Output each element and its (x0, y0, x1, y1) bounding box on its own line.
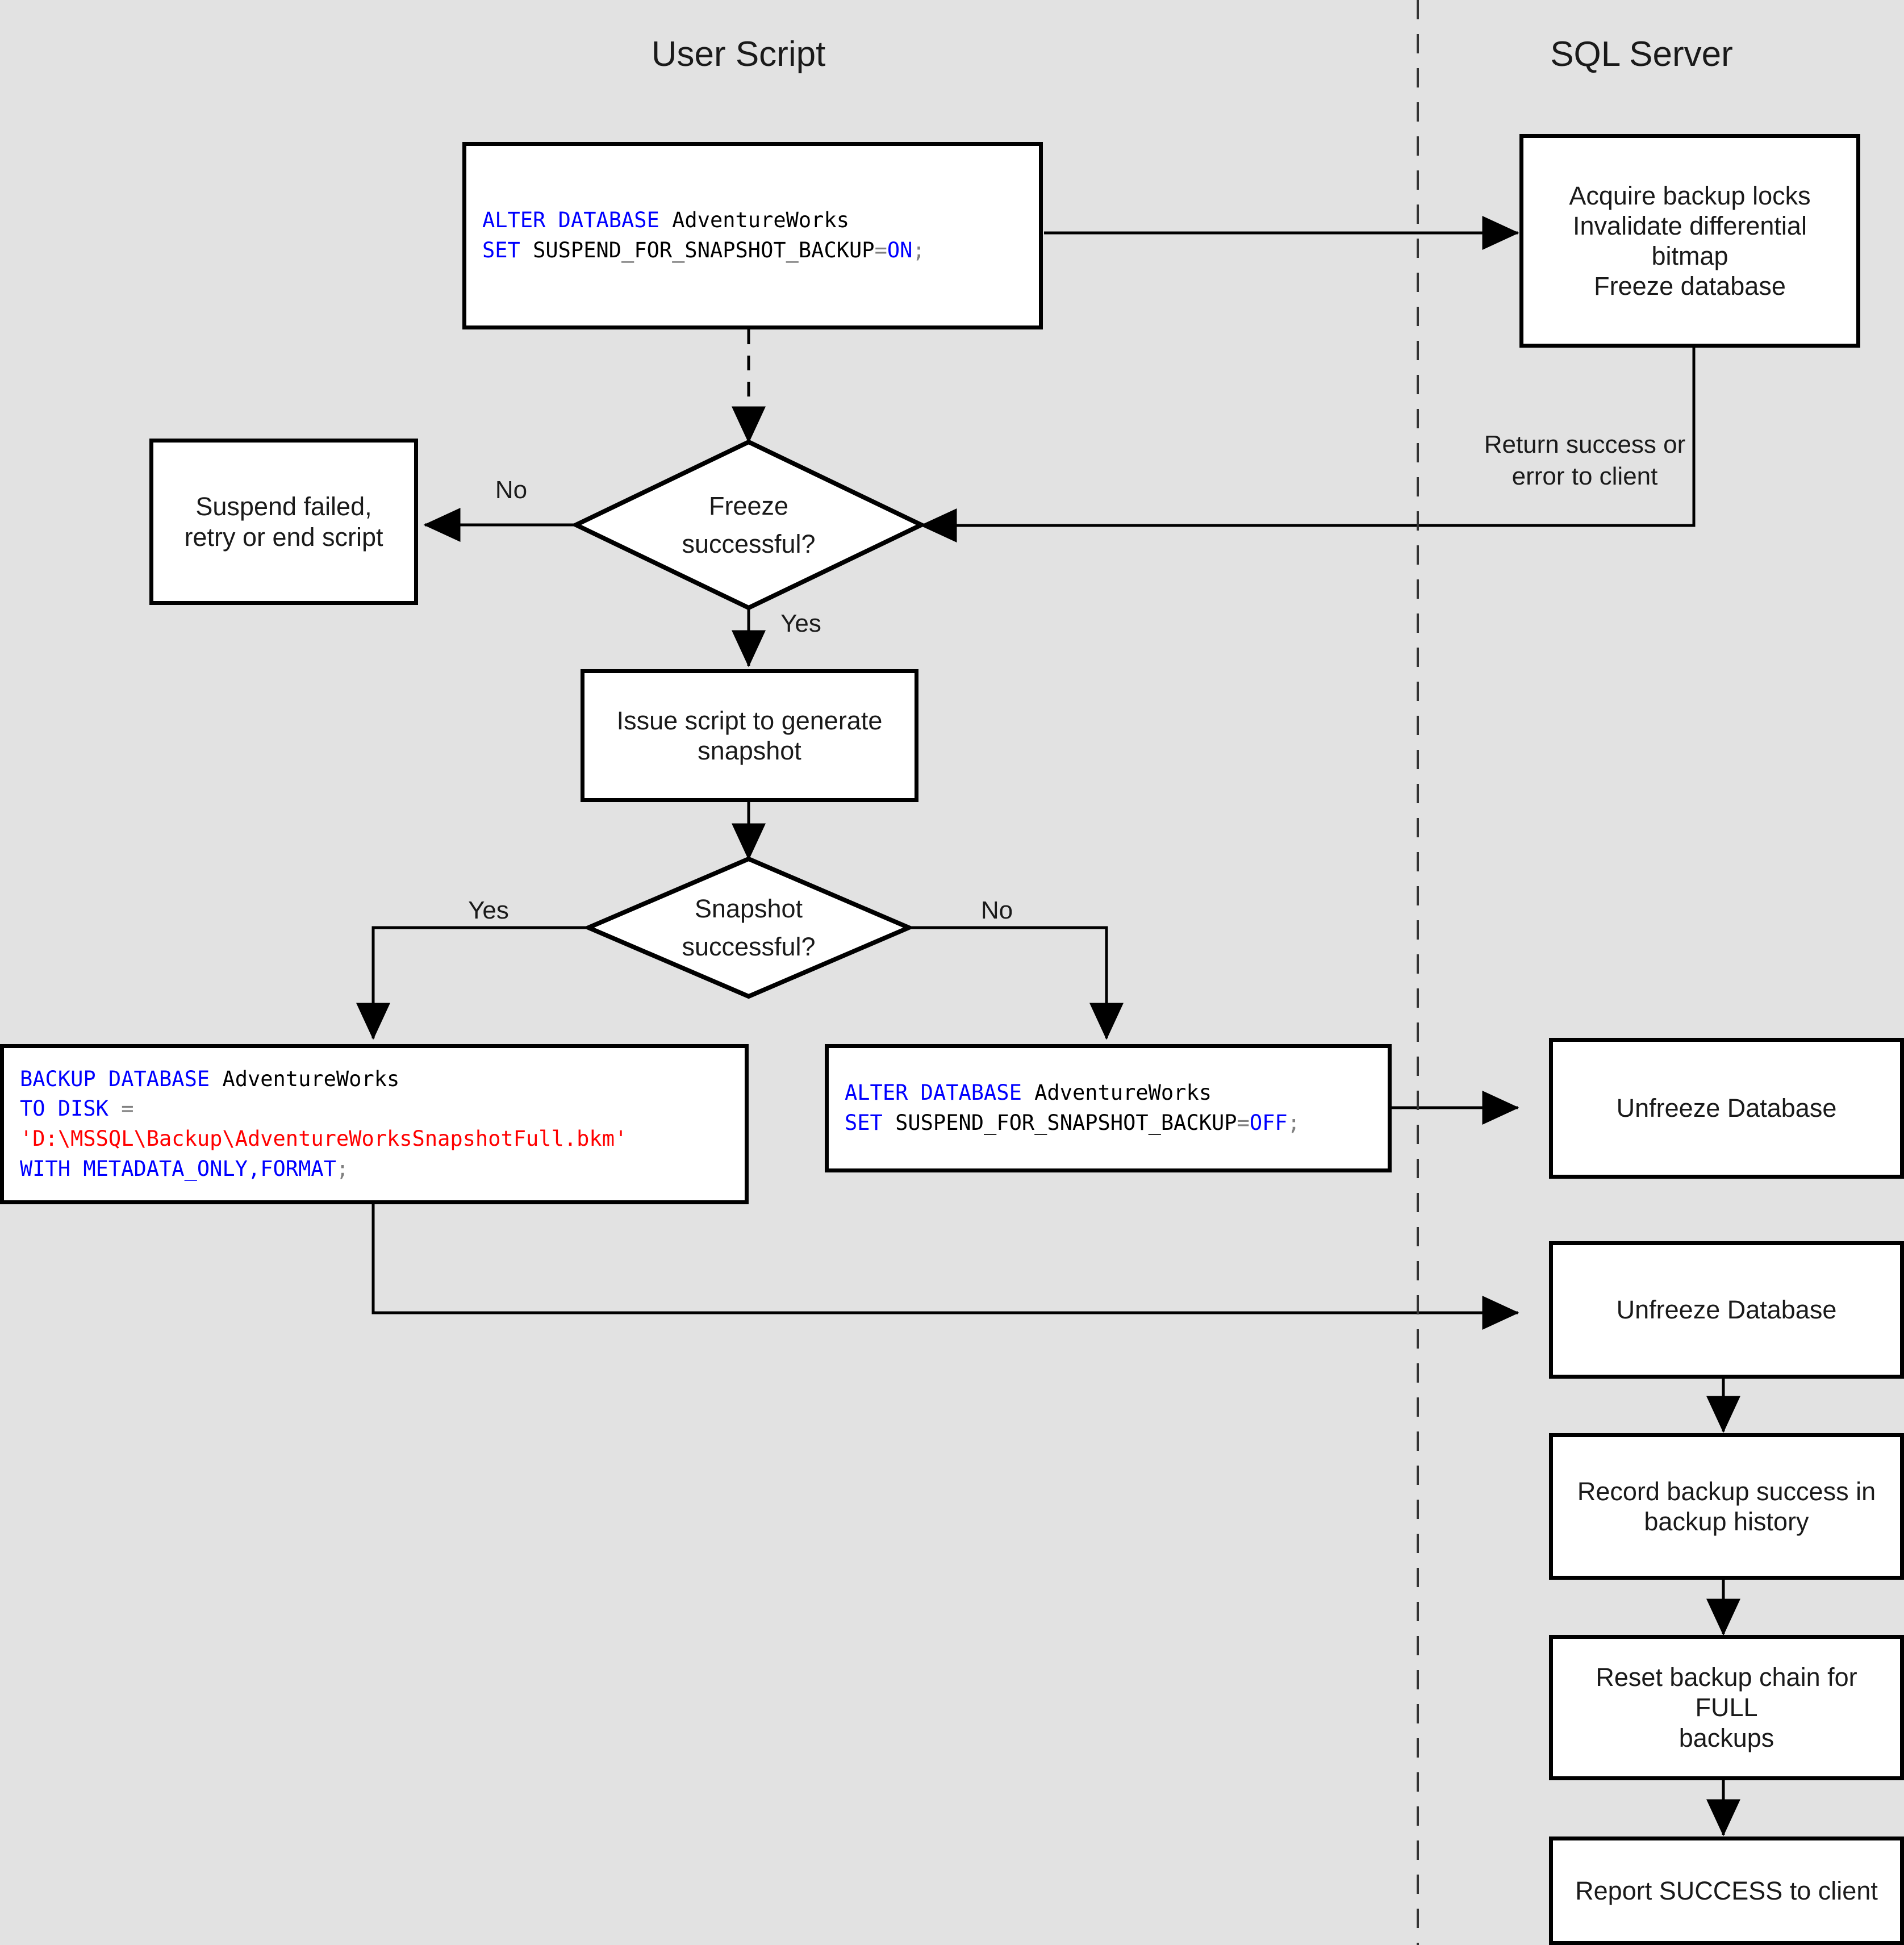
node-report-success-label: Report SUCCESS to client (1575, 1876, 1878, 1905)
node-unfreeze-database-1[interactable]: Unfreeze Database (1549, 1038, 1904, 1179)
edge-snapshot-yes-to-backup (356, 926, 590, 1040)
node-report-success[interactable]: Report SUCCESS to client (1549, 1837, 1904, 1945)
node-suspend-failed[interactable]: Suspend failed, retry or end script (149, 439, 418, 605)
node-snapshot-successful[interactable]: Snapshot successful? (588, 859, 909, 996)
node-alter-database-off[interactable]: ALTER DATABASE AdventureWorks SET SUSPEN… (825, 1044, 1392, 1172)
edge-label-freeze-yes: Yes (780, 610, 821, 637)
node-backup-database[interactable]: BACKUP DATABASE AdventureWorks TO DISK =… (0, 1044, 749, 1204)
node-issue-script[interactable]: Issue script to generate snapshot (581, 669, 918, 802)
node-freeze-successful-label: Freeze successful? (682, 491, 816, 559)
code-alter-on-text: ALTER DATABASE AdventureWorks SET SUSPEN… (482, 208, 925, 262)
node-reset-backup-chain-label: Reset backup chain for FULL backups (1596, 1663, 1857, 1752)
edge-label-snapshot-yes: Yes (468, 896, 509, 924)
node-reset-backup-chain[interactable]: Reset backup chain for FULL backups (1549, 1635, 1904, 1780)
node-record-backup-success[interactable]: Record backup success in backup history (1549, 1433, 1904, 1580)
node-snapshot-successful-label: Snapshot successful? (682, 894, 816, 962)
node-unfreeze-database-2[interactable]: Unfreeze Database (1549, 1241, 1904, 1379)
node-record-backup-success-label: Record backup success in backup history (1577, 1476, 1876, 1536)
node-acquire-backup-locks-label: Acquire backup locks Invalidate differen… (1569, 181, 1811, 301)
node-freeze-successful[interactable]: Freeze successful? (576, 442, 921, 608)
edge-snapshot-no-to-alter-off (909, 926, 1124, 1040)
lane-title-sql-server: SQL Server (1550, 35, 1733, 74)
code-backup-database-text: BACKUP DATABASE AdventureWorks TO DISK =… (20, 1066, 628, 1181)
code-alter-off-text: ALTER DATABASE AdventureWorks SET SUSPEN… (845, 1080, 1300, 1135)
node-acquire-backup-locks[interactable]: Acquire backup locks Invalidate differen… (1519, 134, 1860, 348)
node-unfreeze-database-2-label: Unfreeze Database (1616, 1295, 1837, 1325)
lane-title-user-script: User Script (651, 35, 826, 74)
edge-label-return-to-client: Return success or error to client (1484, 431, 1686, 491)
node-suspend-failed-label: Suspend failed, retry or end script (184, 492, 383, 552)
node-issue-script-label: Issue script to generate snapshot (616, 706, 883, 765)
edge-label-snapshot-no: No (980, 896, 1013, 924)
edge-backup-to-unfreeze-2 (371, 1203, 1519, 1330)
edge-label-freeze-no: No (495, 476, 528, 504)
node-unfreeze-database-1-label: Unfreeze Database (1616, 1093, 1837, 1123)
node-alter-database-on[interactable]: ALTER DATABASE AdventureWorks SET SUSPEN… (462, 142, 1043, 329)
